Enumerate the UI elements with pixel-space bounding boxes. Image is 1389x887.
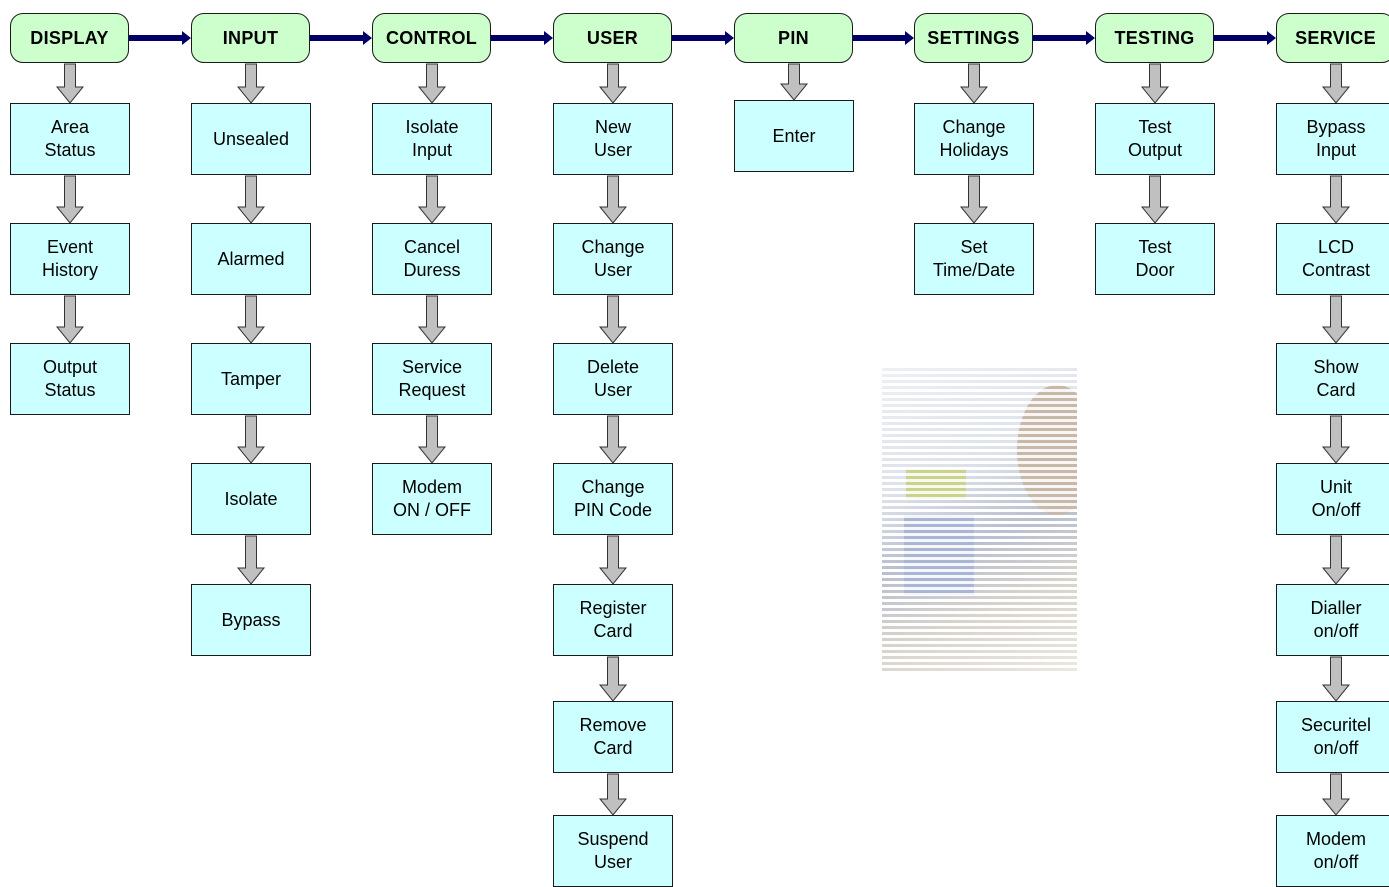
menu-item-user-5: Register Card <box>553 584 673 656</box>
menu-header-service: SERVICE <box>1276 13 1389 63</box>
menu-item-user-1: New User <box>553 103 673 175</box>
down-arrow-service-7 <box>1321 773 1351 816</box>
menu-item-service-1: Bypass Input <box>1276 103 1389 175</box>
menu-item-service-3: Show Card <box>1276 343 1389 415</box>
down-arrow-display-3 <box>55 295 85 344</box>
flow-arrow-display-to-input <box>129 31 191 45</box>
menu-item-control-2: Cancel Duress <box>372 223 492 295</box>
menu-header-testing: TESTING <box>1095 13 1214 63</box>
down-arrow-settings-2 <box>959 175 989 224</box>
down-arrow-user-2 <box>598 175 628 224</box>
down-arrow-input-5 <box>236 535 266 585</box>
down-arrow-display-1 <box>55 63 85 104</box>
menu-item-service-7: Modem on/off <box>1276 815 1389 887</box>
down-arrow-display-2 <box>55 175 85 224</box>
down-arrow-input-3 <box>236 295 266 344</box>
menu-header-display: DISPLAY <box>10 13 129 63</box>
menu-item-user-4: Change PIN Code <box>553 463 673 535</box>
menu-header-control: CONTROL <box>372 13 491 63</box>
down-arrow-control-3 <box>417 295 447 344</box>
menu-item-user-2: Change User <box>553 223 673 295</box>
menu-item-user-6: Remove Card <box>553 701 673 773</box>
down-arrow-control-1 <box>417 63 447 104</box>
down-arrow-service-5 <box>1321 535 1351 585</box>
down-arrow-settings-1 <box>959 63 989 104</box>
flow-arrow-user-to-pin <box>672 31 734 45</box>
menu-item-testing-2: Test Door <box>1095 223 1215 295</box>
down-arrow-control-4 <box>417 415 447 464</box>
down-arrow-input-2 <box>236 175 266 224</box>
keypad-photo <box>882 365 1077 674</box>
down-arrow-testing-2 <box>1140 175 1170 224</box>
down-arrow-service-2 <box>1321 175 1351 224</box>
menu-item-service-4: Unit On/off <box>1276 463 1389 535</box>
menu-item-control-3: Service Request <box>372 343 492 415</box>
menu-item-input-1: Unsealed <box>191 103 311 175</box>
down-arrow-input-4 <box>236 415 266 464</box>
flow-arrow-pin-to-settings <box>853 31 914 45</box>
down-arrow-user-7 <box>598 773 628 816</box>
menu-item-input-2: Alarmed <box>191 223 311 295</box>
menu-item-control-1: Isolate Input <box>372 103 492 175</box>
menu-item-settings-2: Set Time/Date <box>914 223 1034 295</box>
menu-item-display-2: Event History <box>10 223 130 295</box>
flow-arrow-input-to-control <box>310 31 372 45</box>
down-arrow-pin-1 <box>779 63 809 101</box>
flow-arrow-control-to-user <box>491 31 553 45</box>
flow-arrow-testing-to-service <box>1214 31 1276 45</box>
down-arrow-service-6 <box>1321 656 1351 702</box>
menu-item-user-3: Delete User <box>553 343 673 415</box>
menu-item-service-5: Dialler on/off <box>1276 584 1389 656</box>
down-arrow-service-4 <box>1321 415 1351 464</box>
menu-header-input: INPUT <box>191 13 310 63</box>
down-arrow-service-3 <box>1321 295 1351 344</box>
menu-item-testing-1: Test Output <box>1095 103 1215 175</box>
down-arrow-user-4 <box>598 415 628 464</box>
menu-item-service-6: Securitel on/off <box>1276 701 1389 773</box>
menu-item-service-2: LCD Contrast <box>1276 223 1389 295</box>
down-arrow-input-1 <box>236 63 266 104</box>
menu-item-pin-1: Enter <box>734 100 854 172</box>
down-arrow-testing-1 <box>1140 63 1170 104</box>
menu-header-user: USER <box>553 13 672 63</box>
menu-item-input-3: Tamper <box>191 343 311 415</box>
down-arrow-user-3 <box>598 295 628 344</box>
menu-item-user-7: Suspend User <box>553 815 673 887</box>
menu-item-display-1: Area Status <box>10 103 130 175</box>
down-arrow-service-1 <box>1321 63 1351 104</box>
menu-header-settings: SETTINGS <box>914 13 1033 63</box>
down-arrow-user-1 <box>598 63 628 104</box>
menu-item-control-4: Modem ON / OFF <box>372 463 492 535</box>
flow-arrow-settings-to-testing <box>1033 31 1095 45</box>
menu-item-input-5: Bypass <box>191 584 311 656</box>
down-arrow-user-5 <box>598 535 628 585</box>
scanline-overlay <box>882 365 1077 674</box>
menu-item-settings-1: Change Holidays <box>914 103 1034 175</box>
down-arrow-user-6 <box>598 656 628 702</box>
down-arrow-control-2 <box>417 175 447 224</box>
menu-item-input-4: Isolate <box>191 463 311 535</box>
menu-header-pin: PIN <box>734 13 853 63</box>
menu-item-display-3: Output Status <box>10 343 130 415</box>
